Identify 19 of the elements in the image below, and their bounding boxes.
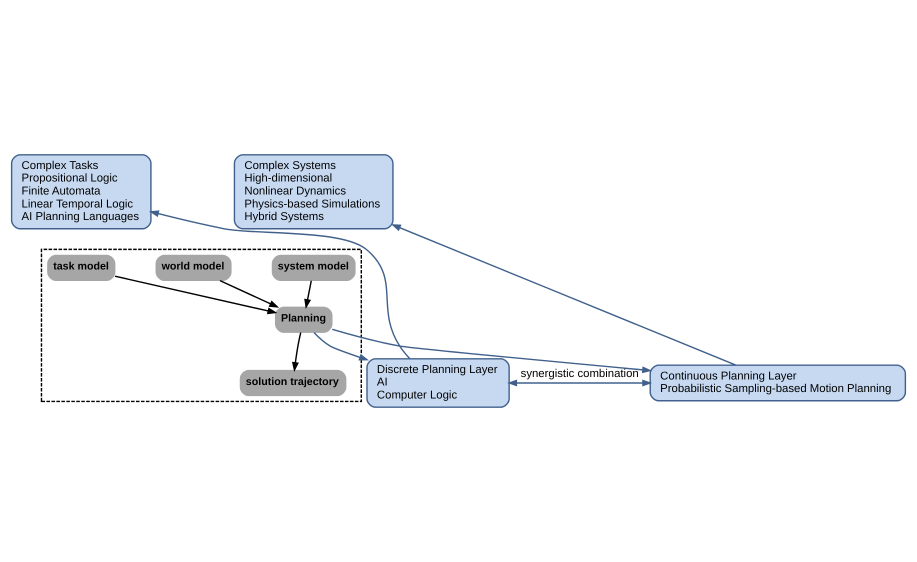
arrow [390, 224, 736, 366]
arrow [507, 380, 652, 386]
node-box: Complex Systems High-dimensional Nonlinear Dynamics Physics-based Simulations Hybrid Systems [234, 154, 394, 230]
node-box: world model [156, 254, 232, 281]
arrow [292, 332, 302, 372]
node-box: system model [272, 254, 356, 281]
arrow [332, 328, 652, 374]
node-box: Planning [274, 306, 333, 333]
arrow [304, 280, 312, 310]
arrow [220, 280, 280, 308]
node-box: Continuous Planning Layer Probabilistic Sampling-based Motion Planning [650, 364, 906, 402]
arrow [148, 210, 410, 360]
arrow [314, 332, 369, 361]
node-box: Discrete Planning Layer AI Computer Logic [366, 358, 510, 408]
node-box: task model [47, 254, 116, 281]
edge-label: synergistic combination [520, 368, 639, 380]
arrow [114, 276, 278, 314]
node-box: solution trajectory [240, 370, 346, 396]
node-box: Complex Tasks Propositional Logic Finite Automata Linear Temporal Logic AI Planning Languages [10, 154, 152, 230]
